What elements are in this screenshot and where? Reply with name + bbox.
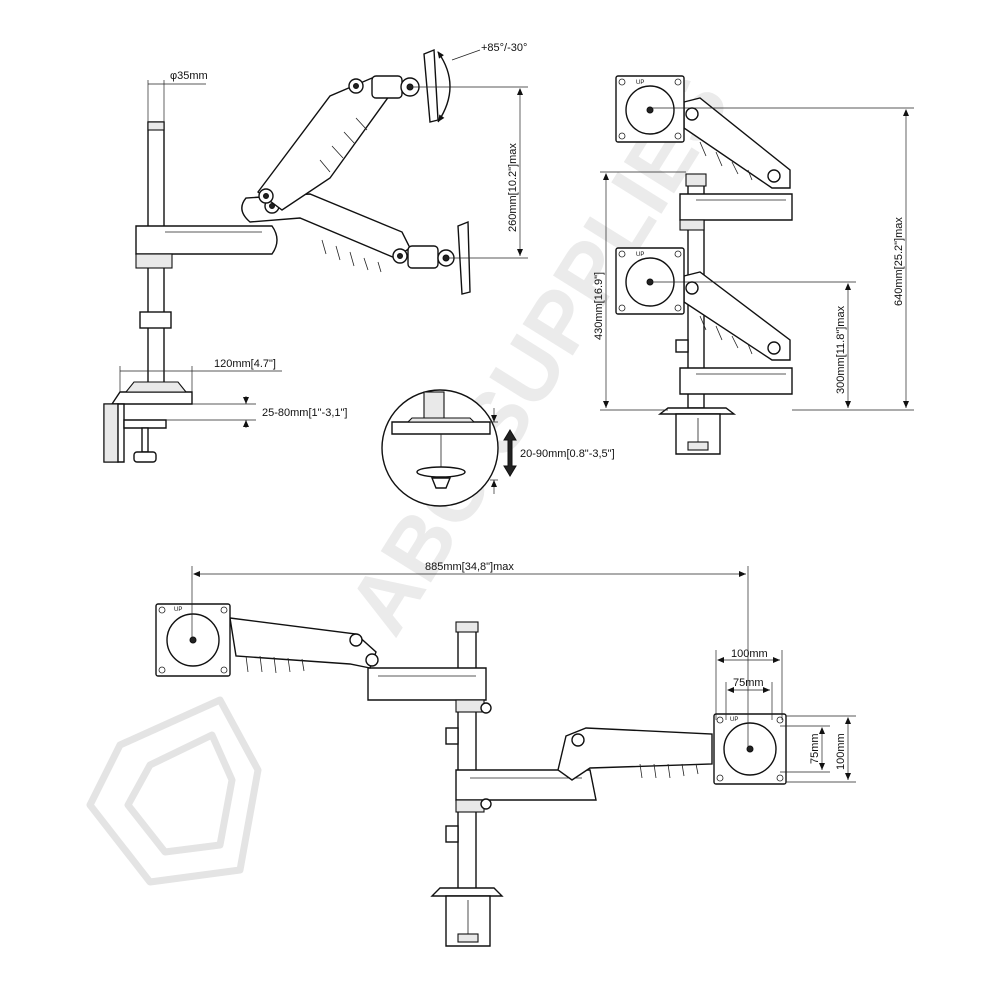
label-height-640: 640mm[25.2"]max	[893, 217, 905, 306]
grommet-range-arrow-icon	[503, 429, 517, 477]
label-height-300: 300mm[11.8"]max	[835, 305, 847, 394]
lower-arm	[241, 193, 411, 259]
pole-collar	[139, 311, 172, 329]
front-base	[430, 887, 504, 897]
label-height-430: 430mm[16.9"]	[593, 272, 605, 340]
upper-vesa-plate	[423, 48, 439, 123]
label-pole-diameter: φ35mm	[170, 70, 208, 82]
label-desk-clamp: 25-80mm[1"-3,1"]	[262, 407, 347, 419]
side-view: φ35mm +85°/-30° 260mm[10.2"]max 120mm[4.…	[103, 42, 528, 463]
front-right-arm	[557, 727, 713, 781]
label-vesa-100-height: 100mm	[835, 733, 847, 770]
front-lower-housing	[455, 769, 597, 801]
watermark-text: ABC SUPPLIES	[330, 60, 748, 650]
stacked-view: UP UP 430mm[16.9"] 300mm[11.8"]max	[593, 75, 914, 455]
grommet-detail: 20-90mm[0.8"-3,5"]	[381, 389, 615, 507]
label-base-depth: 120mm[4.7"]	[214, 358, 276, 370]
label-tilt: +85°/-30°	[481, 42, 527, 54]
stacked-base	[657, 407, 737, 415]
svg-text:UP: UP	[730, 717, 738, 723]
label-vesa-75-width: 75mm	[733, 677, 764, 689]
watermark-logo-icon	[86, 696, 262, 886]
upper-arm-housing	[679, 193, 793, 221]
label-reach: 885mm[34,8"]max	[425, 561, 514, 573]
label-vesa-75-height: 75mm	[809, 733, 821, 764]
label-grommet: 20-90mm[0.8"-3,5"]	[520, 448, 615, 460]
tilt-arc-arrow	[437, 51, 451, 123]
vesa-up-mark: UP	[636, 80, 644, 86]
clamp-base-plate	[110, 391, 193, 405]
svg-text:UP: UP	[174, 607, 182, 613]
svg-text:UP: UP	[636, 252, 644, 258]
lower-arm-housing	[679, 367, 793, 395]
label-vesa-100-width: 100mm	[731, 648, 768, 660]
upper-arm	[257, 77, 393, 211]
grommet-wingnut	[430, 477, 452, 489]
clamp-knob	[133, 451, 157, 463]
arm-base-housing	[135, 225, 278, 255]
front-upper-housing	[367, 667, 487, 701]
grommet-desk	[391, 421, 491, 435]
front-view: UP UP 885mm[34,8"]max 100mm	[155, 561, 856, 947]
label-arm-height: 260mm[10.2"]max	[507, 143, 519, 232]
